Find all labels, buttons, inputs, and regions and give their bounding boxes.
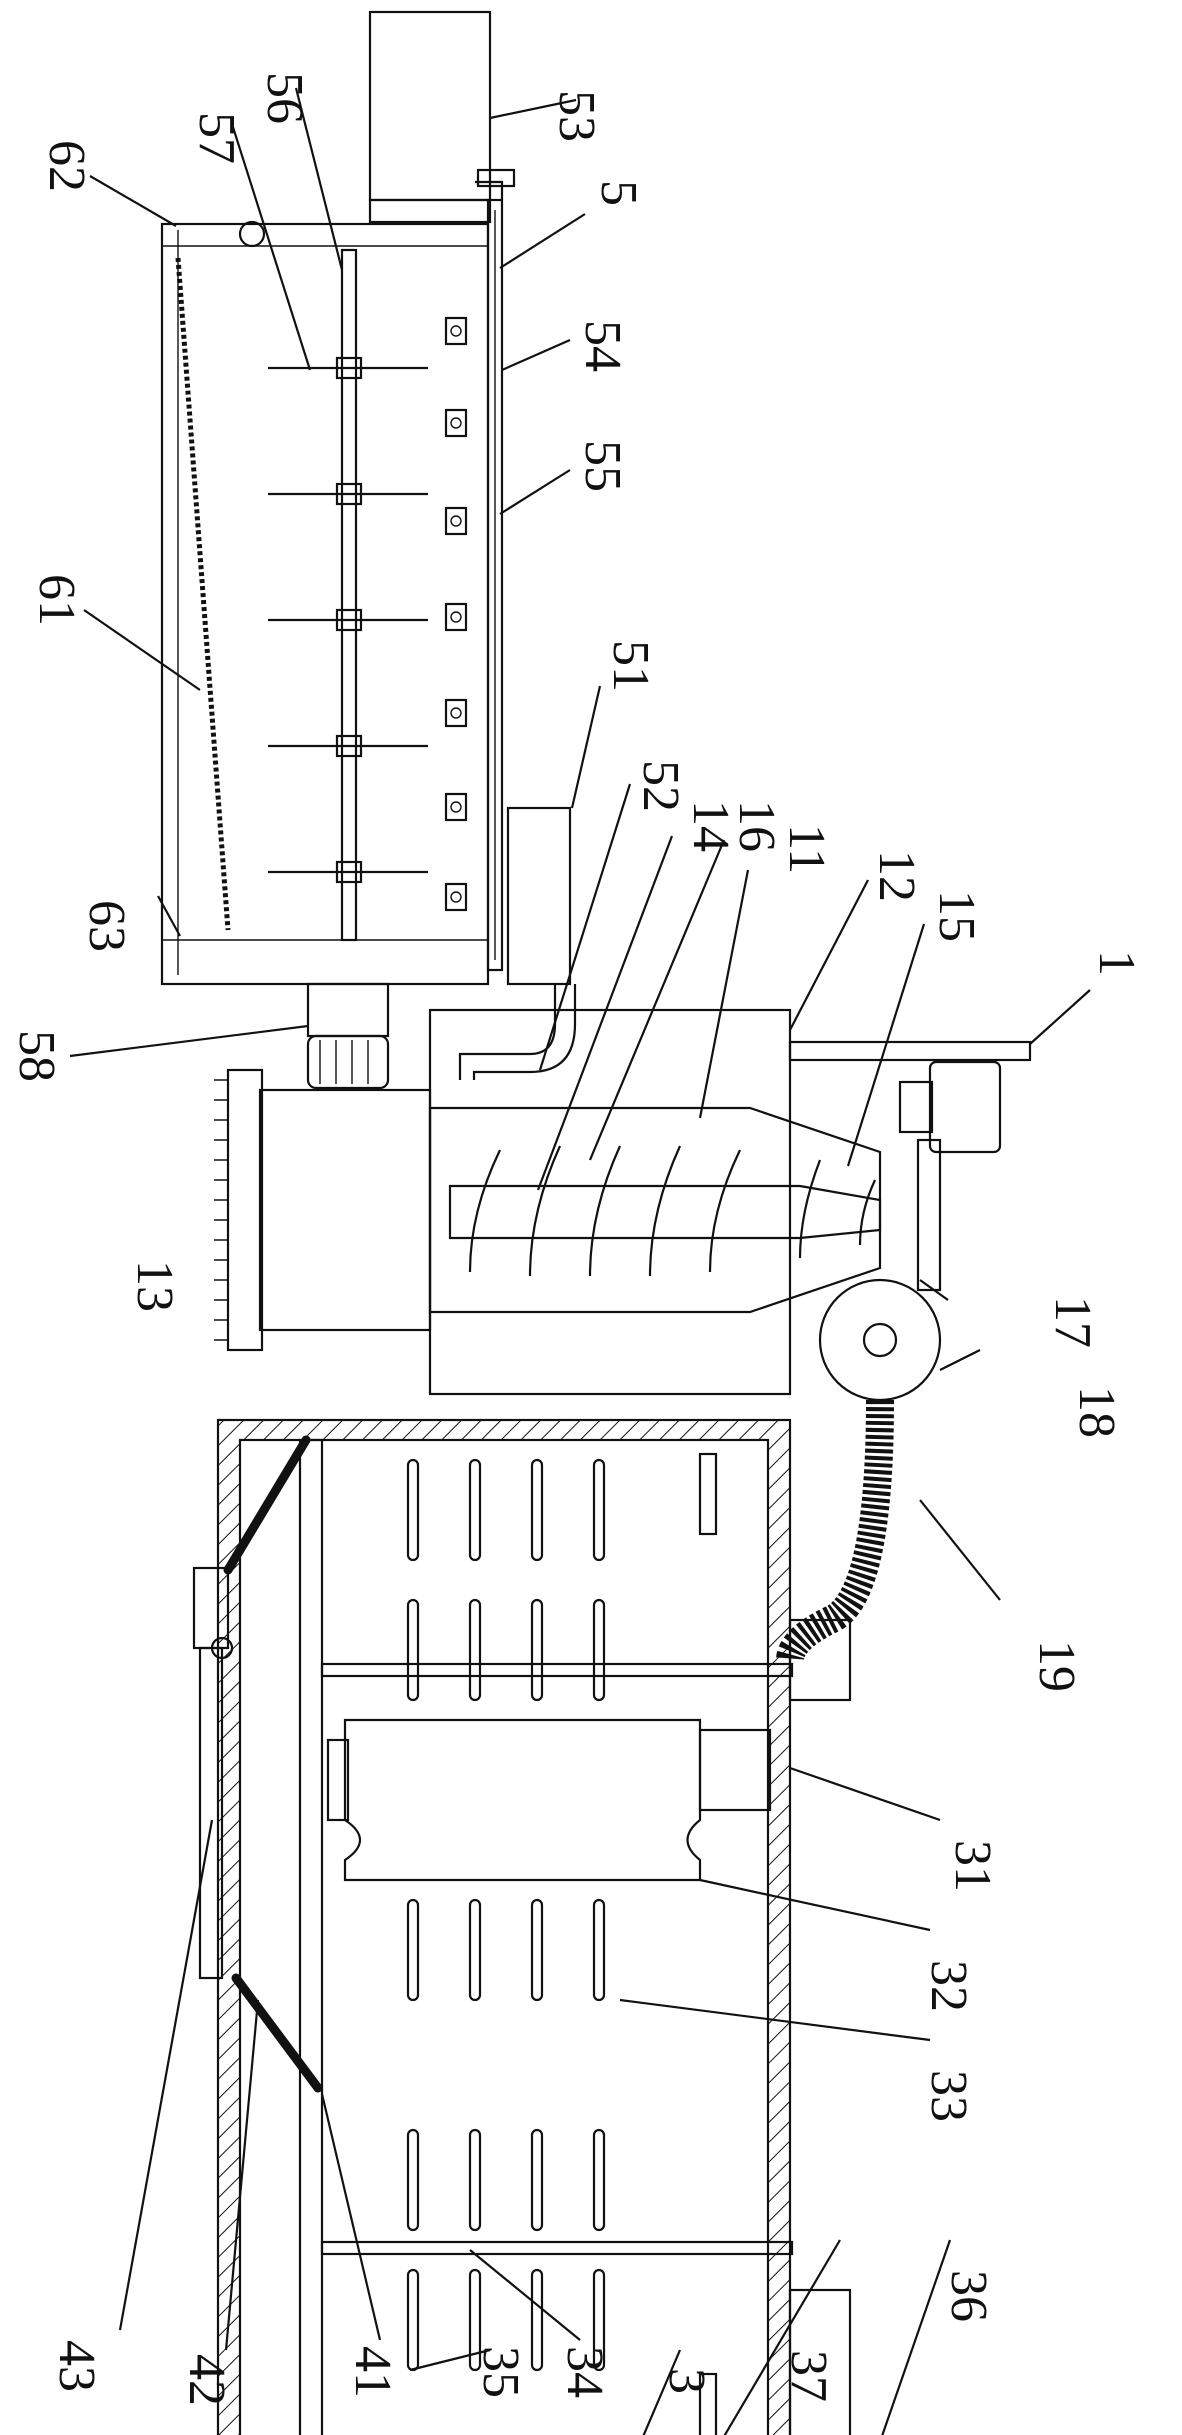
part-62-hinge <box>238 220 266 248</box>
part-54-pipe <box>486 198 504 972</box>
label-5: 5 <box>590 180 647 206</box>
label-61: 61 <box>28 574 85 626</box>
part-34-shaft <box>320 2240 794 2256</box>
part-37-fixture <box>698 1452 718 1536</box>
label-14: 14 <box>682 800 739 852</box>
label-1: 1 <box>1088 950 1145 976</box>
label-53: 53 <box>548 90 605 142</box>
label-13: 13 <box>126 1260 183 1312</box>
label-58: 58 <box>8 1030 65 1082</box>
label-36: 36 <box>940 2270 997 2322</box>
part-labels: 53 56 57 62 5 54 55 61 51 52 14 16 11 12… <box>8 72 1145 2406</box>
label-11: 11 <box>778 824 835 874</box>
label-62: 62 <box>38 140 95 192</box>
part-5-housing <box>160 222 490 986</box>
part-33-pins <box>406 1458 606 2372</box>
part-53-motor <box>368 10 492 202</box>
heater-blocks <box>444 316 468 912</box>
label-35: 35 <box>472 2346 529 2398</box>
part-61-screen <box>175 257 231 931</box>
part-19-hose <box>776 1399 894 1662</box>
label-56: 56 <box>256 72 313 124</box>
label-19: 19 <box>1028 1640 1085 1692</box>
part-58-motor <box>306 982 390 1038</box>
label-54: 54 <box>574 320 631 372</box>
label-3: 3 <box>658 2368 715 2394</box>
label-33: 33 <box>920 2070 977 2122</box>
part-56-shaft <box>340 248 358 942</box>
part-14-screw <box>448 1184 882 1240</box>
label-42: 42 <box>178 2354 235 2406</box>
label-37: 37 <box>780 2350 837 2402</box>
label-16: 16 <box>728 800 785 852</box>
label-32: 32 <box>920 1960 977 2012</box>
label-57: 57 <box>188 112 245 164</box>
label-52: 52 <box>632 760 689 812</box>
part-11-barrel <box>428 1106 882 1314</box>
part-51-fan <box>506 806 572 986</box>
label-34: 34 <box>556 2346 613 2398</box>
part-57-paddles <box>268 356 428 884</box>
part-18-outlet <box>818 1278 942 1402</box>
press-assembly <box>214 1008 1032 1662</box>
label-43: 43 <box>48 2340 105 2392</box>
label-18: 18 <box>1068 1386 1125 1438</box>
part-13-gear-housing <box>258 1088 432 1332</box>
part-42-flap <box>223 1435 311 1575</box>
part-36-box <box>788 2288 852 2435</box>
label-15: 15 <box>928 890 985 942</box>
label-41: 41 <box>344 2346 401 2398</box>
dryer-assembly <box>160 10 577 1090</box>
mixer-assembly <box>192 1418 852 2435</box>
part-16-flights <box>468 1145 876 1277</box>
label-31: 31 <box>944 1840 1001 1892</box>
label-51: 51 <box>602 640 659 692</box>
part-1-arm <box>788 1040 1032 1062</box>
part-41-plate <box>298 1438 324 2435</box>
leader-lines <box>69 87 1091 2435</box>
label-17: 17 <box>1044 1296 1101 1348</box>
label-63: 63 <box>78 900 135 952</box>
label-55: 55 <box>574 440 631 492</box>
label-12: 12 <box>868 850 925 902</box>
